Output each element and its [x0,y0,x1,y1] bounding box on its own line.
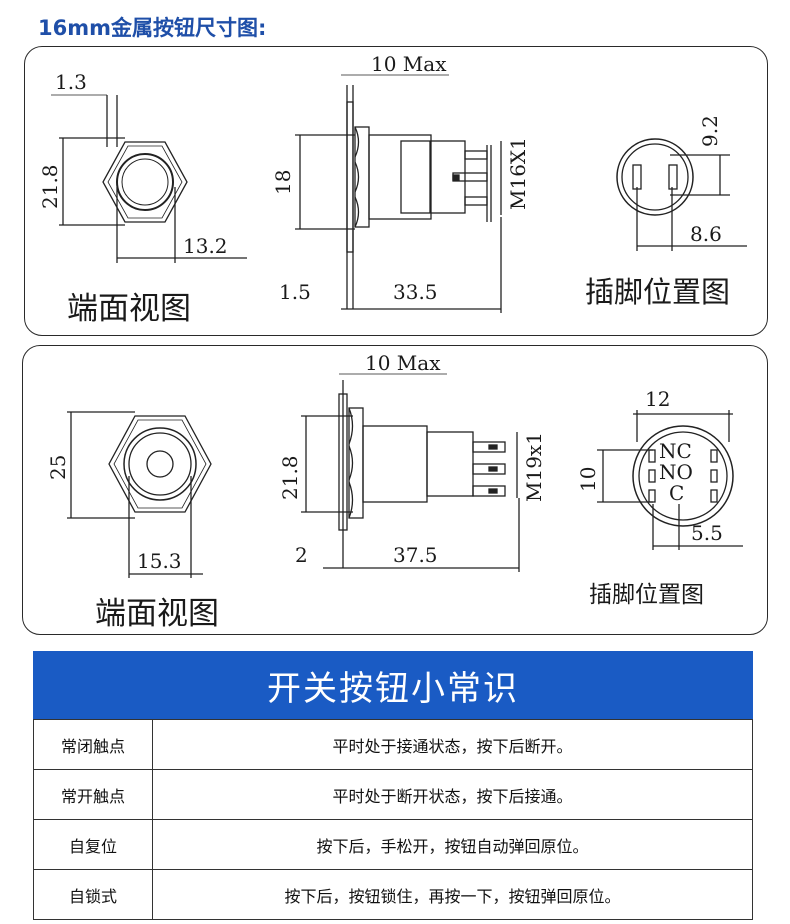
side-body [362,425,428,503]
desc-cell: 平时处于接通状态，按下后断开。 [152,719,753,770]
pin-no-right [710,469,718,483]
switch-knowledge-table: 开关按钮小常识 常闭触点 平时处于接通状态，按下后断开。 常开触点 平时处于断开… [33,651,753,920]
panel-16mm-drawing: 1.3 21.8 13.2 端面视图 10 Max 18 1.5 33.5 M1… [24,46,768,336]
panel-19mm-drawing: 25 15.3 端面视图 10 Max 21.8 2 37.5 M19x1 12… [22,345,768,635]
side-terminal-mid [472,463,506,475]
term-cell: 常闭触点 [33,719,153,770]
dim-1-3: 1.3 [55,70,87,94]
side-terminal-top [464,150,488,160]
dim-12: 12 [645,387,670,411]
term-cell: 自复位 [33,819,153,870]
side-rear-body [426,431,474,497]
dim-2: 2 [295,543,308,567]
dim-5-5: 5.5 [691,521,723,545]
thread-label: M19x1 [522,432,546,502]
dim-8-6: 8.6 [690,222,722,246]
dim-15-3: 15.3 [137,549,182,573]
dim-9-2: 9.2 [698,115,722,147]
dim-33-5: 33.5 [393,280,438,304]
drawing-19mm: 25 15.3 端面视图 10 Max 21.8 2 37.5 M19x1 12… [46,351,743,632]
side-flange [338,393,348,531]
table-row: 自锁式 按下后，按钮锁住，再按一下，按钮弹回原位。 [33,869,753,920]
front-view-caption: 端面视图 [95,596,219,632]
drawing-16mm: 1.3 21.8 13.2 端面视图 10 Max 18 1.5 33.5 M1… [38,52,747,327]
table-row: 自复位 按下后，手松开，按钮自动弹回原位。 [33,819,753,870]
front-hex-inner [107,145,183,219]
pin-label-nc: NC [659,439,692,463]
front-hex-outline [102,141,188,223]
front-ring-inner [128,432,192,496]
front-ring-inner [121,158,169,206]
dim-1-5: 1.5 [279,280,311,304]
pin-left [632,164,642,190]
pin-ring-inner [638,431,728,521]
pin-right [668,164,678,190]
dim-25: 25 [46,455,70,480]
dim-37-5: 37.5 [393,543,438,567]
dim-18: 18 [271,170,295,195]
desc-cell: 按下后，手松开，按钮自动弹回原位。 [152,819,753,870]
term-cell: 自锁式 [33,869,153,920]
dim-21-8: 21.8 [278,455,302,500]
pin-c-right [710,489,718,503]
side-body [368,134,432,220]
dim-10-max: 10 Max [371,52,447,76]
pin-c-left [648,489,656,503]
page-title: 16mm金属按钮尺寸图: [38,16,267,40]
side-flange [346,101,354,253]
dim-10: 10 [576,467,600,492]
dim-13-2: 13.2 [183,234,228,258]
term-cell: 常开触点 [33,769,153,820]
desc-cell: 平时处于断开状态，按下后接通。 [152,769,753,820]
side-nut [348,407,364,519]
side-terminal-bot [464,196,488,206]
table-row: 常闭触点 平时处于接通状态，按下后断开。 [33,719,753,770]
side-rear-body [400,140,466,214]
pin-nc-left [648,449,656,463]
side-nut [354,126,370,228]
table-header: 开关按钮小常识 [33,651,753,719]
pin-ring-outer [616,138,694,216]
pin-label-no: NO [659,460,693,484]
front-view-caption: 端面视图 [67,291,191,327]
pin-label-c: C [669,481,684,505]
front-ring-outer [116,153,174,211]
front-ring-outer [123,427,197,501]
dim-10-max: 10 Max [365,351,441,375]
thread-label: M16X1 [506,137,530,210]
pin-view-caption: 插脚位置图 [589,582,704,608]
table-row: 常开触点 平时处于断开状态，按下后接通。 [33,769,753,820]
pin-view-caption: 插脚位置图 [585,275,730,309]
front-hex-outline [108,415,212,513]
side-terminal-top [472,441,506,453]
dim-21-8: 21.8 [38,164,62,209]
pin-no-left [648,469,656,483]
pin-ring-outer [632,425,734,527]
pin-ring-inner [621,143,689,211]
side-terminal-bot [472,485,506,497]
front-led-dot [146,450,174,478]
desc-cell: 按下后，按钮锁住，再按一下，按钮弹回原位。 [152,869,753,920]
knowledge-rows: 常闭触点 平时处于接通状态，按下后断开。 常开触点 平时处于断开状态，按下后接通… [33,719,753,920]
pin-nc-right [710,449,718,463]
front-hex-inner [113,419,207,509]
